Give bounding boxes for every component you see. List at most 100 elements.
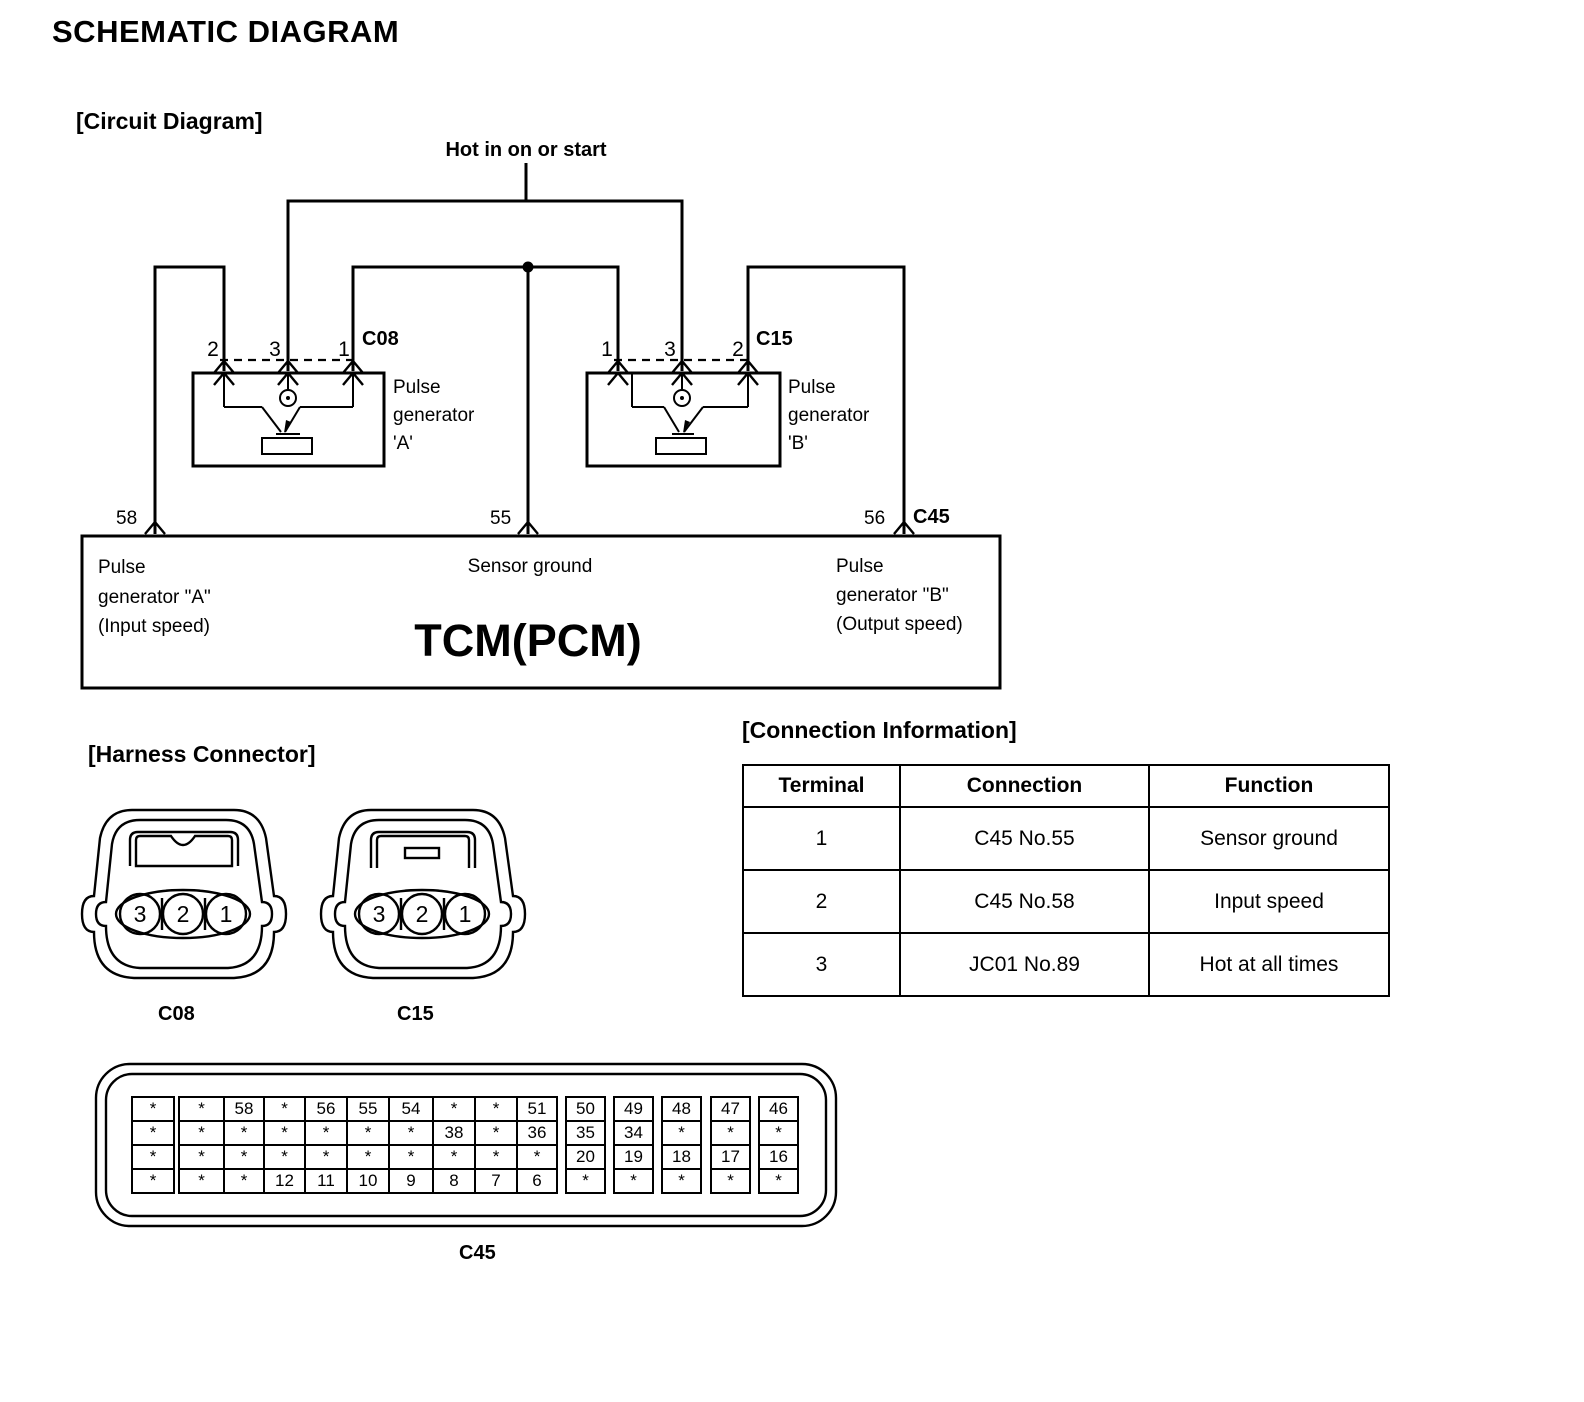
c15-pin-2: 2 [416, 901, 429, 927]
table-row: 2 C45 No.58 Input speed [742, 869, 1390, 934]
c45-pin-cell: * [131, 1144, 175, 1170]
power-label: Hot in on or start [445, 139, 606, 161]
c45-pin-cell: 11 [304, 1168, 348, 1194]
c08-connector-face: 3 2 1 [80, 808, 288, 980]
c45-pin-cell: * [346, 1144, 390, 1170]
svg-text:generator: generator [788, 405, 870, 426]
header-connection: Connection [899, 764, 1150, 808]
signal-a-wire [153, 265, 226, 534]
c45-pin-cell: 6 [516, 1168, 558, 1194]
c08-pin-3: 3 [134, 901, 147, 927]
c45-pin-cell: * [131, 1096, 175, 1122]
pin-a-1: 1 [338, 338, 350, 361]
table-row: 1 C45 No.55 Sensor ground [742, 806, 1390, 871]
pulse-generator-b-label: Pulse generator 'B' [788, 377, 870, 454]
cell-function: Sensor ground [1148, 806, 1390, 871]
sensor-circle-b [673, 389, 691, 407]
c45-pin-cell: 8 [432, 1168, 476, 1194]
c45-pin-group-2: * 58 * 56 55 54 * * 51 * * * * * * 38 * … [178, 1096, 558, 1194]
tcm-pin-55: 55 [490, 508, 511, 529]
c45-pin-cell: 17 [710, 1144, 751, 1170]
cell-connection: C45 No.58 [899, 869, 1150, 934]
svg-text:'B': 'B' [788, 433, 808, 454]
c45-pin-cell: * [388, 1120, 434, 1146]
c45-pin-cell: * [263, 1120, 306, 1146]
pulse-generator-a [191, 359, 386, 468]
c45-pin-cell: * [223, 1144, 265, 1170]
circuit-diagram-heading: [Circuit Diagram] [76, 108, 263, 134]
c08-connector-label: C08 [158, 1003, 195, 1025]
c15-pin-1: 1 [459, 901, 472, 927]
c45-pin-cell: * [474, 1096, 518, 1122]
c45-pin-cell: 34 [613, 1120, 654, 1146]
pin-b-1: 1 [601, 338, 613, 361]
c45-pin-cell: * [263, 1144, 306, 1170]
cell-connection: JC01 No.89 [899, 932, 1150, 997]
c45-pin-cell: * [710, 1168, 751, 1194]
page-title: SCHEMATIC DIAGRAM [52, 14, 400, 49]
cell-connection: C45 No.55 [899, 806, 1150, 871]
c45-pin-cell: 50 [565, 1096, 606, 1122]
tcm-center-label: Sensor ground [468, 556, 593, 577]
header-function: Function [1148, 764, 1390, 808]
c45-pin-cell: 38 [432, 1120, 476, 1146]
c45-pin-cell: * [131, 1120, 175, 1146]
c45-pin-cell: * [178, 1168, 225, 1194]
c45-pin-cell: 35 [565, 1120, 606, 1146]
svg-text:Pulse: Pulse [98, 557, 146, 578]
harness-connector-heading: [Harness Connector] [88, 741, 316, 767]
c45-pin-cell: 47 [710, 1096, 751, 1122]
c45-pin-cell: 55 [346, 1096, 390, 1122]
ground-bus-wire [351, 265, 620, 371]
c45-pin-cell: * [474, 1144, 518, 1170]
c45-pin-cell: * [710, 1120, 751, 1146]
c45-pin-cell: 12 [263, 1168, 306, 1194]
svg-text:Pulse: Pulse [788, 377, 836, 398]
c45-pin-group-4: 49 34 19 * [613, 1096, 654, 1194]
c45-pin-cell: * [758, 1168, 799, 1194]
c45-pin-cell: * [432, 1144, 476, 1170]
c45-pin-cell: * [178, 1096, 225, 1122]
c45-pin-cell: 49 [613, 1096, 654, 1122]
c45-pin-cell: 56 [304, 1096, 348, 1122]
c45-pin-cell: * [516, 1144, 558, 1170]
c45-pin-cell: * [474, 1120, 518, 1146]
c45-pin-cell: 10 [346, 1168, 390, 1194]
c45-pin-cell: * [346, 1120, 390, 1146]
c45-pin-cell: * [613, 1168, 654, 1194]
c45-pin-cell: 36 [516, 1120, 558, 1146]
c08-label: C08 [362, 328, 399, 350]
c15-connector-face: 3 2 1 [319, 808, 527, 980]
tcm-left-label: Pulse generator "A" (Input speed) [98, 557, 211, 637]
c45-pin-cell: * [263, 1096, 306, 1122]
c45-pin-cell: * [661, 1120, 702, 1146]
sensor-circle-a [279, 389, 297, 407]
c45-pin-cell: * [131, 1168, 175, 1194]
c45-pin-cell: * [223, 1120, 265, 1146]
tcm-right-label: Pulse generator "B" (Output speed) [836, 556, 963, 635]
cell-terminal: 3 [742, 932, 901, 997]
c45-pin-group-6: 47 * 17 * [710, 1096, 751, 1194]
c45-pin-cell: 19 [613, 1144, 654, 1170]
cell-function: Input speed [1148, 869, 1390, 934]
c45-pin-cell: 18 [661, 1144, 702, 1170]
cell-terminal: 2 [742, 869, 901, 934]
c45-pin-cell: 48 [661, 1096, 702, 1122]
c45-pin-group-1: * * * * [131, 1096, 175, 1194]
svg-text:generator "A": generator "A" [98, 587, 211, 608]
power-bus-wire [286, 199, 684, 371]
c45-pin-cell: * [432, 1096, 476, 1122]
tcm-pin-58: 58 [116, 508, 137, 529]
svg-text:generator: generator [393, 405, 475, 426]
table-header-row: Terminal Connection Function [742, 764, 1390, 808]
svg-text:Pulse: Pulse [836, 556, 884, 577]
svg-text:Pulse: Pulse [393, 377, 441, 398]
c15-connector-label: C15 [397, 1003, 434, 1025]
c45-pin-cell: * [388, 1144, 434, 1170]
c45-pin-cell: 20 [565, 1144, 606, 1170]
svg-text:(Output speed): (Output speed) [836, 614, 963, 635]
connection-info-heading: [Connection Information] [742, 717, 1017, 743]
c45-pin-cell: * [178, 1120, 225, 1146]
c45-connector-label: C45 [459, 1242, 496, 1264]
c15-pin-3: 3 [373, 901, 386, 927]
